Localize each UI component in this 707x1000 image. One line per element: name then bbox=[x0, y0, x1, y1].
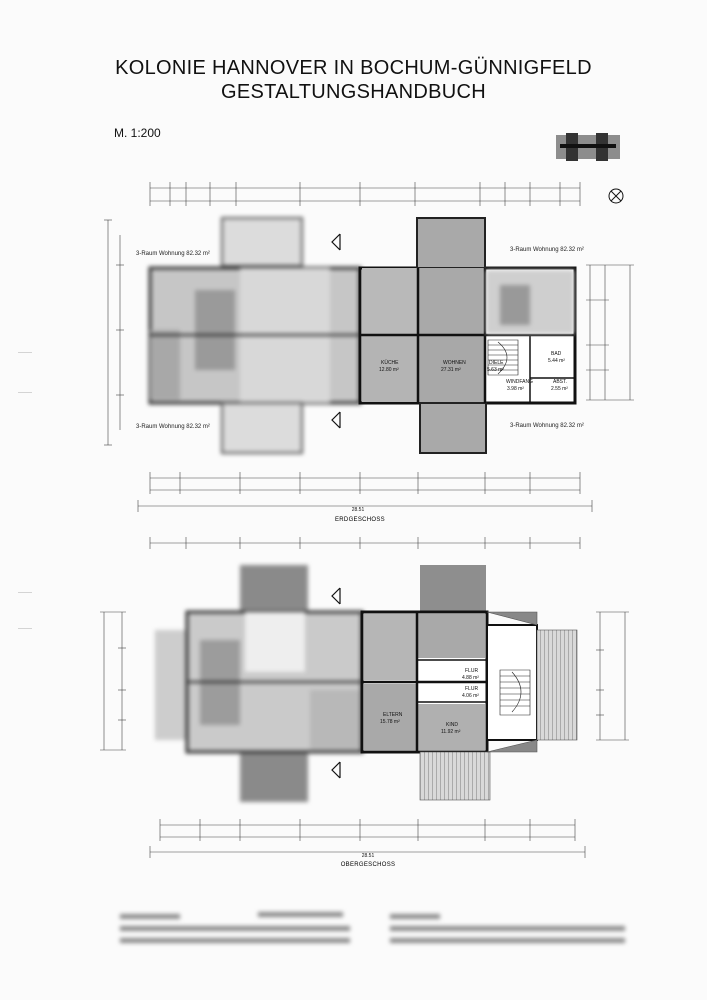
upper-floor-left-blurred bbox=[155, 565, 364, 802]
room-kueche-name: KÜCHE bbox=[381, 359, 399, 366]
edge-mark bbox=[18, 392, 32, 393]
upper-stair bbox=[499, 669, 531, 716]
upper-floor-total-width: 28.51 bbox=[362, 853, 375, 859]
room-flur1-name: FLUR bbox=[465, 668, 478, 674]
unit-label-bottom-left: 3-Raum Wohnung 82.32 m² bbox=[136, 424, 210, 430]
site-plan-icon bbox=[556, 133, 620, 161]
upper-left-dimension-chain bbox=[100, 611, 126, 751]
room-abst-name: ABST. bbox=[553, 379, 567, 385]
edge-mark bbox=[18, 352, 32, 353]
upper-section-marker-icon bbox=[331, 587, 341, 779]
room-diele-area: 5.63 m² bbox=[487, 367, 504, 373]
north-arrow-icon bbox=[608, 188, 624, 204]
room-abst-area: 2.55 m² bbox=[551, 386, 568, 392]
scale-label: M. 1:200 bbox=[114, 126, 161, 140]
room-flur2-name: FLUR bbox=[465, 686, 478, 692]
upper-floor-caption: OBERGESCHOSS bbox=[341, 862, 396, 868]
title-line-1: KOLONIE HANNOVER IN BOCHUM-GÜNNIGFELD bbox=[115, 57, 592, 79]
stair bbox=[487, 339, 519, 376]
room-flur2-area: 4.06 m² bbox=[462, 693, 479, 699]
room-kueche-area: 12.80 m² bbox=[379, 367, 399, 373]
room-eltern-name: ELTERN bbox=[383, 712, 403, 718]
right-dimension-chain bbox=[586, 264, 634, 401]
room-bad-name: BAD bbox=[551, 351, 562, 357]
unit-label-bottom-right: 3-Raum Wohnung 82.32 m² bbox=[510, 423, 584, 429]
upper-top-dimension-chain bbox=[149, 537, 581, 549]
room-bad-area: 5.44 m² bbox=[548, 358, 565, 364]
unit-label-top-left: 3-Raum Wohnung 82.32 m² bbox=[136, 251, 210, 257]
ground-floor-right-upper-blurred bbox=[486, 270, 574, 334]
room-kind-name: KIND bbox=[446, 722, 458, 728]
title-line-2: GESTALTUNGSHANDBUCH bbox=[221, 81, 486, 103]
top-dimension-chain bbox=[149, 182, 581, 206]
room-windfang-area: 3.98 m² bbox=[507, 386, 524, 392]
room-windfang-name: WINDFANG bbox=[506, 379, 533, 385]
upper-bottom-dimension-chain bbox=[149, 819, 586, 858]
footer-blurred-text bbox=[120, 912, 630, 972]
bottom-dimension-chain bbox=[137, 472, 593, 512]
edge-mark bbox=[18, 628, 32, 629]
ground-floor-right bbox=[358, 217, 577, 454]
ground-floor-caption: ERDGESCHOSS bbox=[335, 517, 385, 523]
edge-mark bbox=[18, 592, 32, 593]
room-diele-name: DIELE bbox=[489, 360, 504, 366]
ground-floor-total-width: 28.51 bbox=[352, 507, 365, 513]
room-wohnen-name: WOHNEN bbox=[443, 360, 466, 366]
section-marker-icon bbox=[331, 233, 341, 429]
room-wohnen-area: 27.31 m² bbox=[441, 367, 461, 373]
room-eltern-area: 15.78 m² bbox=[380, 719, 400, 725]
room-flur1-area: 4.88 m² bbox=[462, 675, 479, 681]
upper-right-dimension-chain bbox=[596, 611, 629, 741]
room-kind-area: 11.92 m² bbox=[441, 729, 461, 735]
ground-floor-left-blurred bbox=[148, 217, 362, 454]
unit-label-top-right: 3-Raum Wohnung 82.32 m² bbox=[510, 247, 584, 253]
ground-floor-plan: 3-Raum Wohnung 82.32 m² 3-Raum Wohnung 8… bbox=[104, 182, 634, 523]
left-dimension-chain bbox=[104, 219, 124, 446]
upper-floor-right bbox=[360, 565, 578, 801]
upper-floor-plan: FLUR 4.88 m² FLUR 4.06 m² ELTERN 15.78 m… bbox=[100, 537, 629, 868]
